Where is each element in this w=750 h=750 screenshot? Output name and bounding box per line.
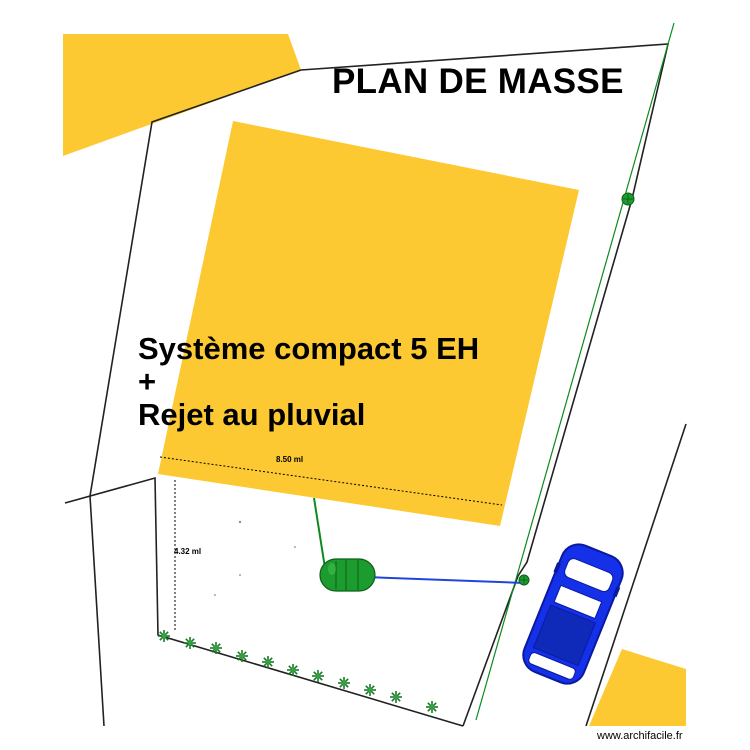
road-edge <box>64 476 464 727</box>
road-edge-east <box>585 423 687 727</box>
shrub-icon <box>312 670 324 682</box>
credit-link[interactable]: www.archifacile.fr <box>597 730 683 742</box>
dimension-label-depth: 4.32 ml <box>174 547 202 556</box>
survey-mark <box>294 546 296 548</box>
shrub-icon <box>184 637 196 649</box>
shrub-icon <box>426 701 438 713</box>
shrub-icon <box>210 642 222 654</box>
page-title: PLAN DE MASSE <box>332 62 624 101</box>
car-icon <box>522 543 624 685</box>
house-footprint <box>158 121 579 526</box>
outlet-pipe-tank-to-rainwater <box>365 576 525 584</box>
shrub-icon <box>338 677 350 689</box>
survey-mark <box>239 574 241 576</box>
shrub-icon <box>158 630 170 642</box>
shrub-icon <box>390 691 402 703</box>
drain-pipe-house-to-tank <box>313 497 326 569</box>
shrub-icon <box>287 664 299 676</box>
dimension-line-width <box>159 456 503 506</box>
system-label: Système compact 5 EH + Rejet au pluvial <box>138 332 479 431</box>
dimension-label-width: 8.50 ml <box>276 455 304 464</box>
survey-mark <box>239 521 241 523</box>
manhole-icon <box>518 574 530 586</box>
shrub-row <box>158 630 438 713</box>
manhole-icon <box>621 192 635 206</box>
shrub-icon <box>364 684 376 696</box>
system-label-line: Rejet au pluvial <box>138 397 366 432</box>
survey-mark <box>214 594 216 596</box>
shrub-icon <box>236 650 248 662</box>
property-line <box>475 22 675 721</box>
neighbor-building-top-left <box>63 34 301 156</box>
system-label-line: + <box>138 364 157 399</box>
system-label-line: Système compact 5 EH <box>138 331 480 366</box>
neighbor-building-bottom-right <box>589 649 686 726</box>
tank-icon <box>319 558 376 592</box>
shrub-icon <box>262 656 274 668</box>
